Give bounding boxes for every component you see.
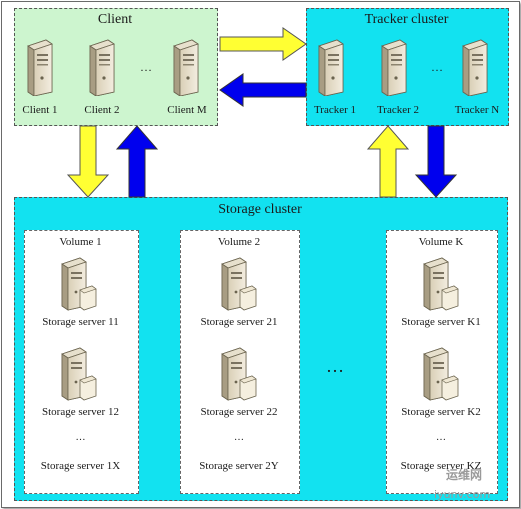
storage-server-22-label: Storage server 22 — [200, 406, 278, 418]
storage-server-21-label: Storage server 21 — [200, 316, 278, 328]
arrow-client-to-storage — [66, 125, 110, 198]
storage-server-k1-icon — [420, 256, 460, 312]
arrow-tracker-to-client — [219, 73, 307, 107]
storage-server-12-label: Storage server 12 — [42, 406, 119, 418]
volume-2-ellipsis: … — [234, 432, 244, 443]
client-ellipsis: … — [140, 60, 152, 74]
arrow-storage-to-client — [115, 125, 159, 198]
tracker-2-label: Tracker 2 — [376, 104, 420, 116]
storage-server-12-icon — [58, 346, 98, 402]
watermark-url: iyunv.com — [434, 488, 491, 501]
arrow-storage-to-tracker — [366, 125, 410, 198]
tracker-2-server-icon — [378, 38, 408, 96]
storage-server-11-icon — [58, 256, 98, 312]
client-title: Client — [97, 12, 133, 27]
volumes-ellipsis: … — [326, 356, 346, 376]
tracker-1-label: Tracker 1 — [313, 104, 357, 116]
storage-server-2y-label: Storage server 2Y — [199, 460, 279, 472]
tracker-title: Tracker cluster — [364, 12, 449, 27]
storage-title: Storage cluster — [218, 202, 302, 217]
arrow-client-to-tracker — [219, 27, 307, 61]
client-m-server-icon — [170, 38, 200, 96]
volume-k-ellipsis: … — [436, 432, 446, 443]
storage-server-k2-icon — [420, 346, 460, 402]
tracker-n-label: Tracker N — [454, 104, 500, 116]
storage-server-22-icon — [218, 346, 258, 402]
storage-server-k2-label: Storage server K2 — [401, 406, 481, 418]
volume-1-ellipsis: … — [75, 432, 86, 443]
client-2-label: Client 2 — [84, 104, 120, 116]
storage-server-11-label: Storage server 11 — [42, 316, 119, 328]
arrow-tracker-to-storage — [414, 125, 458, 198]
storage-server-kz-label: Storage server KZ — [400, 460, 482, 472]
tracker-ellipsis: … — [431, 60, 443, 74]
storage-server-21-icon — [218, 256, 258, 312]
watermark-text: 运维网 — [446, 468, 483, 482]
client-m-label: Client M — [167, 104, 207, 116]
client-1-label: Client 1 — [22, 104, 58, 116]
volume-2-title: Volume 2 — [217, 236, 261, 248]
storage-server-k1-label: Storage server K1 — [401, 316, 481, 328]
client-1-server-icon — [24, 38, 54, 96]
client-2-server-icon — [86, 38, 116, 96]
tracker-1-server-icon — [315, 38, 345, 96]
tracker-n-server-icon — [459, 38, 489, 96]
storage-server-1x-label: Storage server 1X — [40, 460, 121, 472]
volume-k-title: Volume K — [418, 236, 464, 248]
volume-1-title: Volume 1 — [59, 236, 102, 248]
